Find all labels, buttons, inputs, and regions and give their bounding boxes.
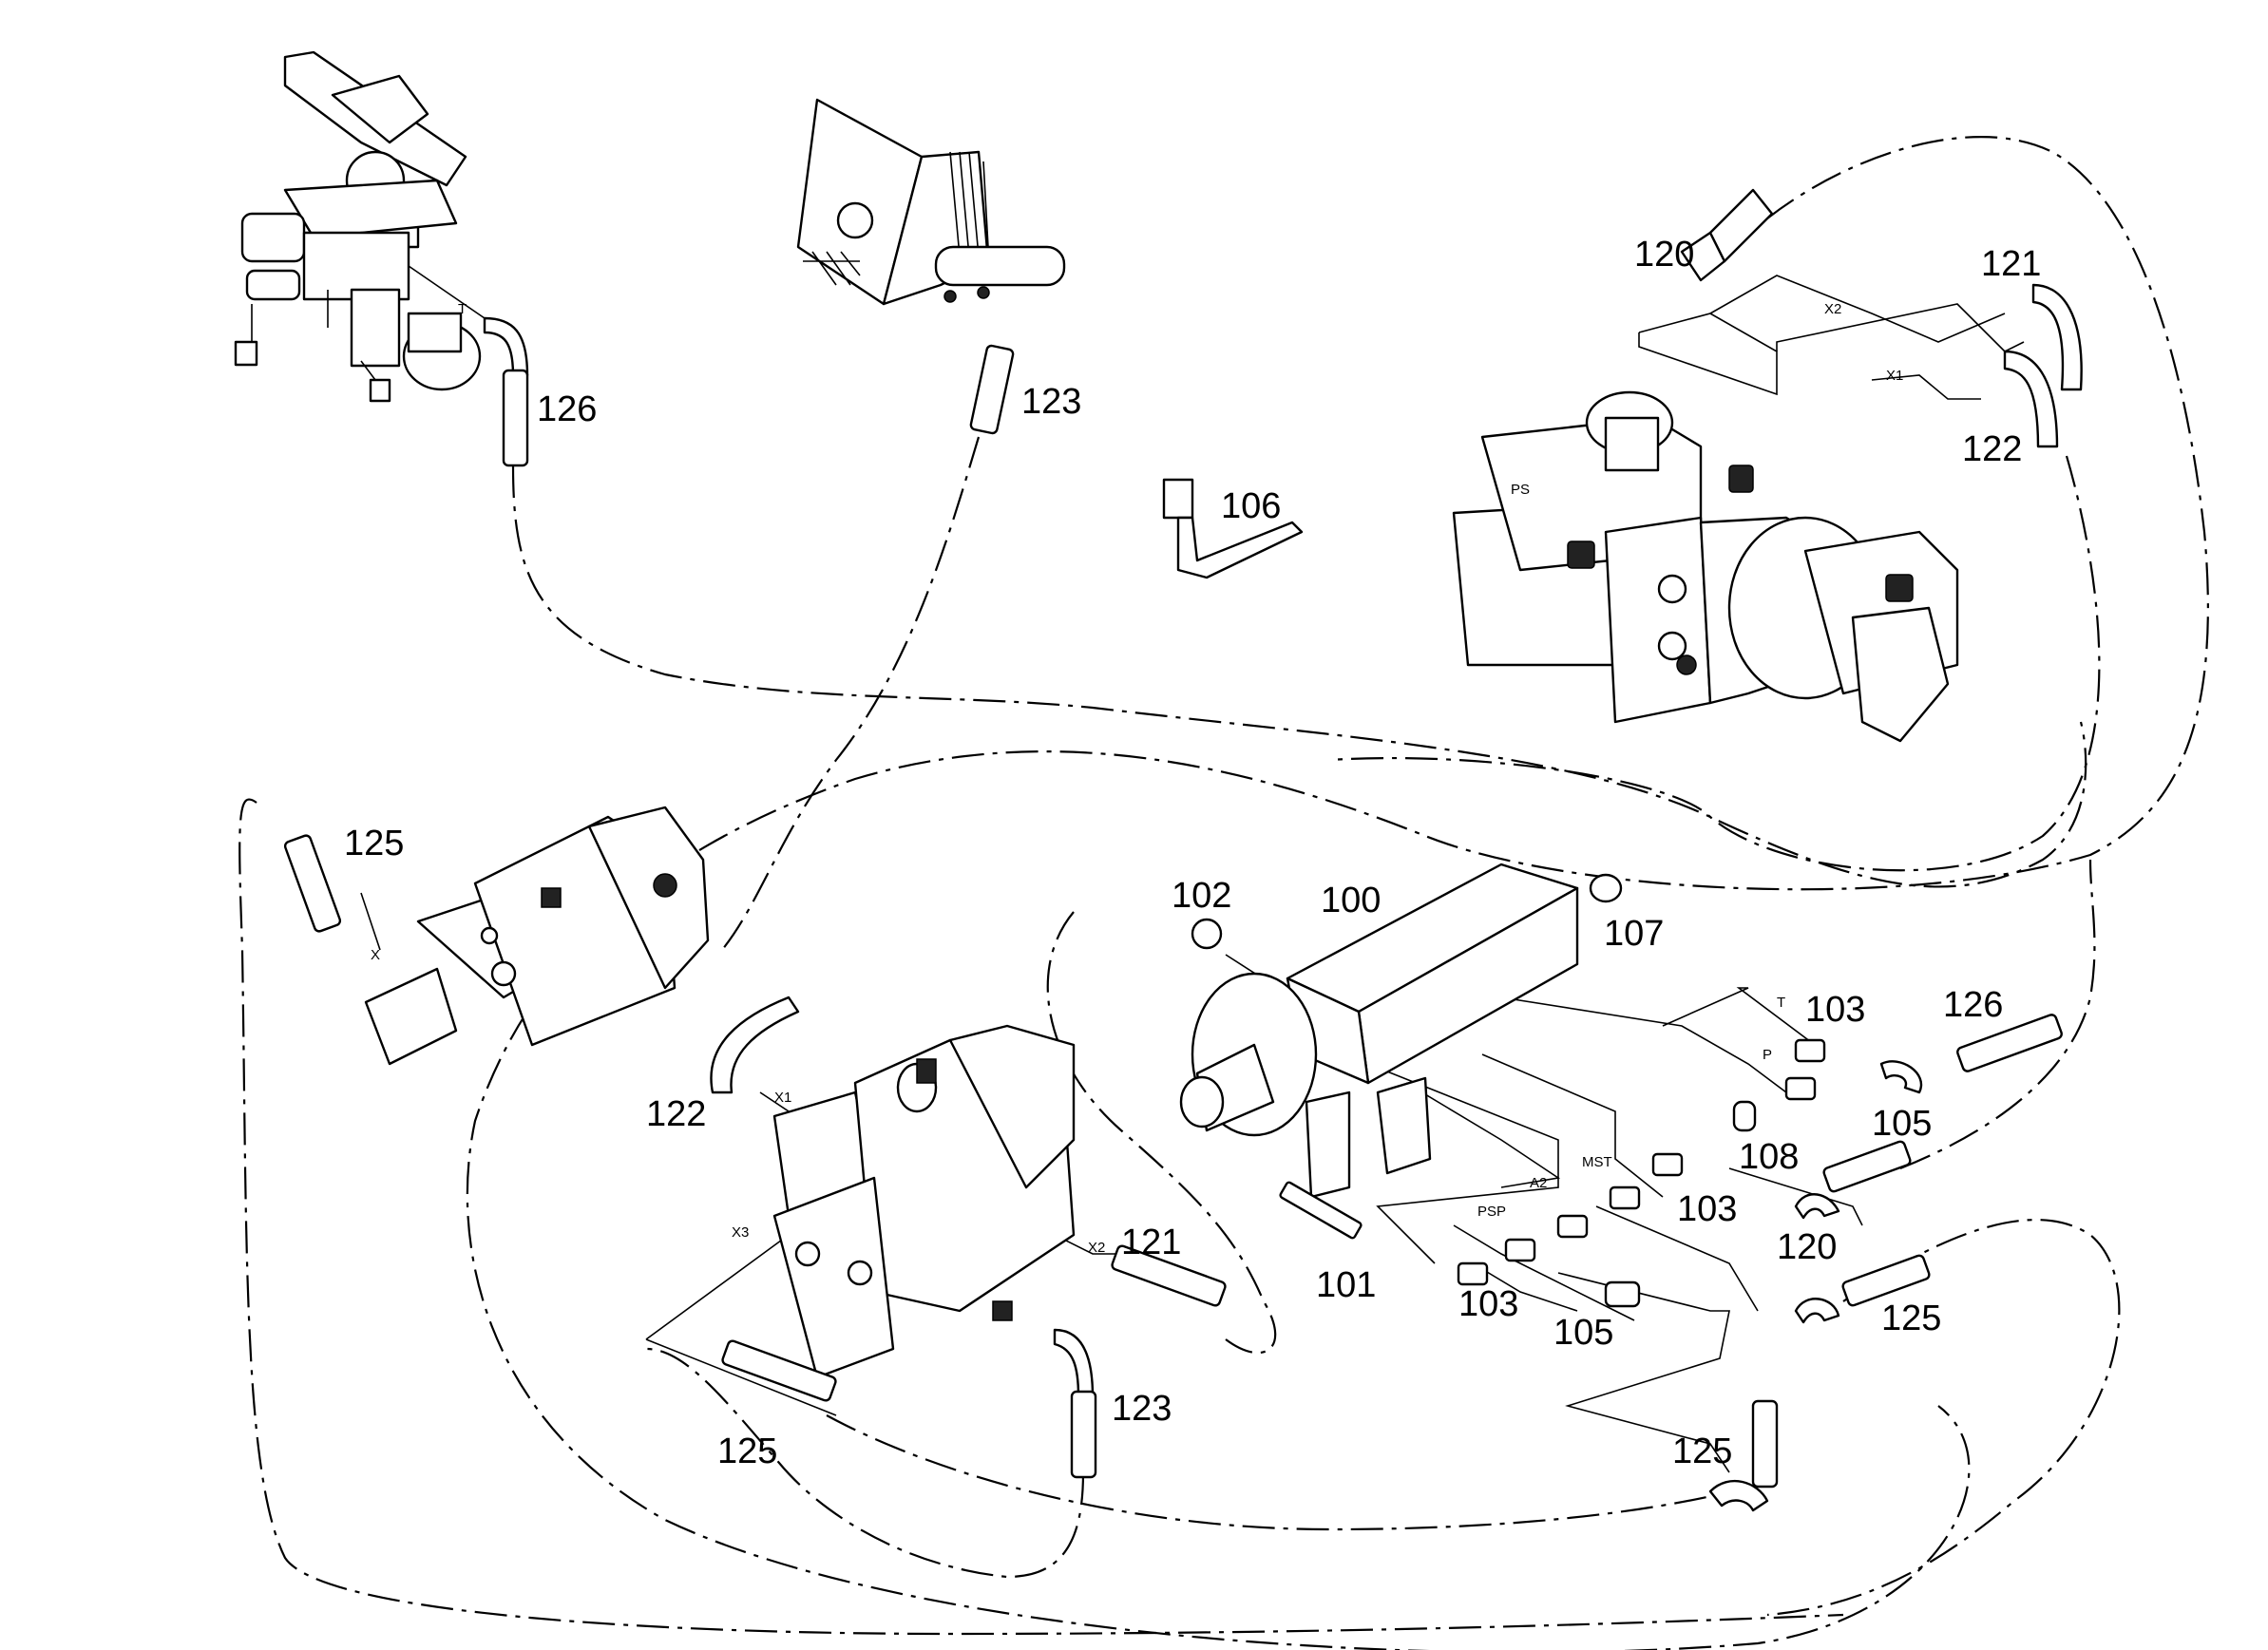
- callout-102: 102: [1172, 876, 1231, 916]
- port-label-a2: A2: [1530, 1175, 1547, 1191]
- callout-101: 101: [1316, 1265, 1376, 1305]
- callout-120-b: 120: [1777, 1227, 1837, 1267]
- callout-103-a: 103: [1805, 990, 1865, 1030]
- hose-route-inner-loop: [1046, 911, 1277, 1355]
- connection-lines: [360, 265, 2025, 1473]
- callout-126-b: 126: [1943, 985, 2003, 1025]
- callout-108: 108: [1739, 1137, 1799, 1177]
- callout-122-b: 122: [646, 1094, 706, 1134]
- port-labels: T X2 X1 PS X X1 X2 X3 T P MST A2 PSP: [371, 301, 1903, 1256]
- travel-motor-left: [364, 806, 710, 1066]
- hose-route-123-top: [721, 436, 981, 951]
- callout-105-a: 105: [1872, 1104, 1932, 1144]
- port-label-t-block: T: [1777, 995, 1785, 1011]
- port-label-t-valve: T: [458, 301, 467, 317]
- callout-125-a: 125: [344, 824, 404, 863]
- callout-121-b: 121: [1121, 1223, 1181, 1262]
- port-label-x-motor: X: [371, 947, 380, 963]
- callout-120-a: 120: [1634, 235, 1694, 275]
- control-block-100: [1179, 863, 1623, 1199]
- callout-106: 106: [1221, 486, 1281, 526]
- callout-125-c: 125: [1672, 1432, 1732, 1471]
- callout-122-a: 122: [1962, 429, 2022, 469]
- port-label-psp: PSP: [1477, 1204, 1506, 1220]
- port-label-x2: X2: [1824, 301, 1841, 317]
- callout-123-a: 123: [1021, 382, 1081, 422]
- hose-routes: [238, 136, 2209, 1650]
- callout-125-b: 125: [1881, 1299, 1941, 1338]
- clip-106: [1162, 478, 1304, 579]
- hose-route-125-left: [238, 798, 1844, 1636]
- part-callouts: 100 101 102 103 103 103 105 105 106 107 …: [344, 235, 2041, 1471]
- port-label-mst: MST: [1582, 1154, 1612, 1170]
- hose-route-120-lower: [1899, 859, 2096, 1170]
- callout-125-d: 125: [717, 1432, 777, 1471]
- callout-103-c: 103: [1458, 1284, 1518, 1324]
- callout-126-a: 126: [537, 389, 597, 429]
- port-label-x1-motor: X1: [774, 1090, 791, 1106]
- hose-route-125-right: [1766, 1219, 2121, 1617]
- pedal-control-valve: [234, 50, 482, 403]
- port-label-x1: X1: [1886, 368, 1903, 384]
- travel-motor-center: [772, 1024, 1076, 1379]
- port-label-p-block: P: [1763, 1047, 1772, 1063]
- callout-100: 100: [1321, 881, 1381, 920]
- hydraulic-pump: [1452, 390, 1959, 743]
- port-label-ps: PS: [1511, 482, 1530, 498]
- port-label-x3-motor: X3: [732, 1224, 749, 1241]
- callout-107: 107: [1604, 914, 1664, 954]
- fittings: [283, 188, 2083, 1512]
- hose-route-123-bottom: [645, 1347, 1085, 1579]
- callout-105-b: 105: [1553, 1313, 1613, 1353]
- hose-route-125-bottom: [826, 1414, 1768, 1531]
- callout-123-b: 123: [1112, 1389, 1172, 1429]
- frame-bracket: [796, 98, 1066, 306]
- callout-121-a: 121: [1981, 244, 2041, 284]
- hose-route-120-right: [1329, 455, 2101, 872]
- callout-103-b: 103: [1677, 1189, 1737, 1229]
- port-label-x2-motor: X2: [1088, 1240, 1105, 1256]
- hose-route-outer-loop: [466, 136, 2209, 1650]
